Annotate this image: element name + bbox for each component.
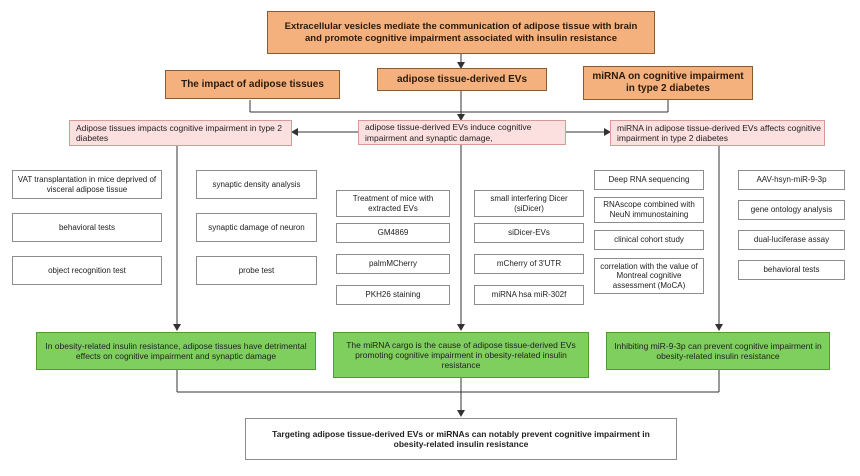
method-synaptic-damage: synaptic damage of neuron — [196, 213, 317, 242]
header-adipose-evs: adipose tissue-derived EVs — [377, 68, 547, 91]
method-object-recognition: object recognition test — [12, 256, 162, 285]
method-synaptic-density: synaptic density analysis — [196, 170, 317, 199]
method-behavioral-tests-left: behavioral tests — [12, 213, 162, 242]
method-mirna-302f: miRNA hsa miR-302f — [474, 285, 584, 305]
method-pkh26: PKH26 staining — [336, 285, 450, 305]
diagram-title: Extracellular vesicles mediate the commu… — [267, 11, 655, 54]
method-gene-ontology: gene ontology analysis — [738, 200, 845, 220]
subheader-right: miRNA in adipose tissue-derived EVs affe… — [610, 120, 825, 146]
method-mcherry-3utr: mCherry of 3'UTR — [474, 254, 584, 274]
method-ev-treatment: Treatment of mice with extracted EVs — [336, 190, 450, 217]
method-moca-correlation: correlation with the value of Montreal c… — [594, 258, 704, 294]
method-palmmcherry: palmMCherry — [336, 254, 450, 274]
header-mirna: miRNA on cognitive impairment in type 2 … — [583, 66, 753, 100]
conclusion-left: In obesity-related insulin resistance, a… — [36, 332, 316, 370]
method-clinical-cohort: clinical cohort study — [594, 230, 704, 250]
conclusion-right: Inhibiting miR-9-3p can prevent cognitiv… — [606, 332, 830, 370]
method-aav-hsyn: AAV-hsyn-miR-9-3p — [738, 170, 845, 190]
subheader-center: adipose tissue-derived EVs induce cognit… — [358, 120, 566, 145]
method-sidicer-evs: siDicer-EVs — [474, 223, 584, 243]
method-behavioral-tests-right: behavioral tests — [738, 260, 845, 280]
final-conclusion: Targeting adipose tissue-derived EVs or … — [245, 418, 677, 460]
method-dual-luciferase: dual-luciferase assay — [738, 230, 845, 250]
header-adipose-impact: The impact of adipose tissues — [165, 70, 340, 99]
conclusion-center: The miRNA cargo is the cause of adipose … — [333, 332, 589, 378]
subheader-left: Adipose tissues impacts cognitive impair… — [69, 120, 292, 146]
method-vat-transplantation: VAT transplantation in mice deprived of … — [12, 170, 162, 199]
method-probe-test: probe test — [196, 256, 317, 285]
method-rnascope: RNAscope combined with NeuN immunostaini… — [594, 197, 704, 223]
method-sidicer: small interfering Dicer (siDicer) — [474, 190, 584, 217]
method-deep-rna-seq: Deep RNA sequencing — [594, 170, 704, 190]
method-gm4869: GM4869 — [336, 223, 450, 243]
